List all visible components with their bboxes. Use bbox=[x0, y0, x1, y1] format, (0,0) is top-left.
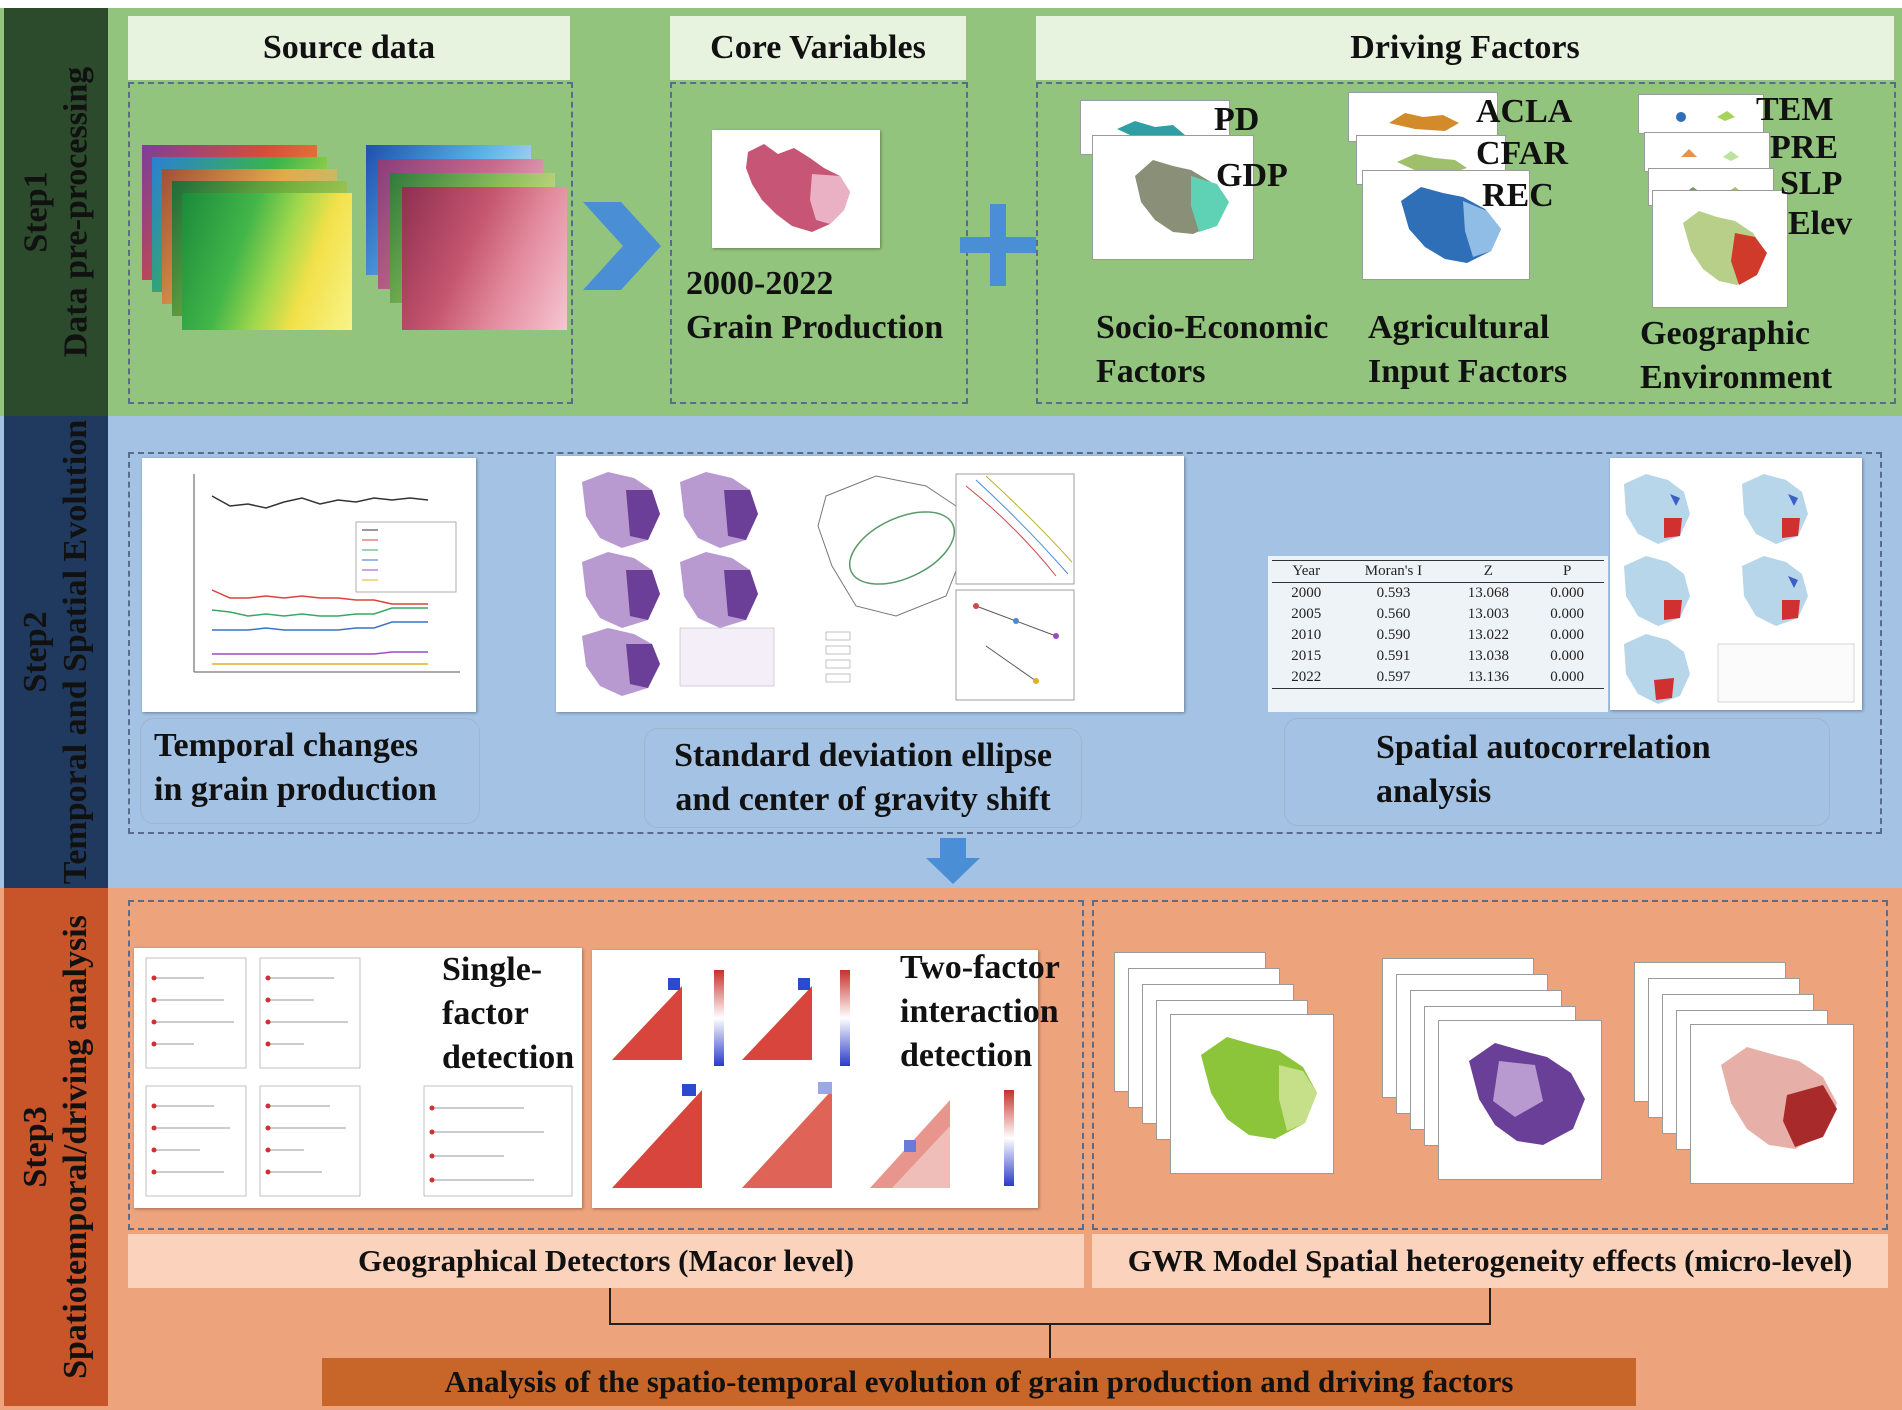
step2-panel bbox=[128, 452, 1882, 834]
down-arrow-icon bbox=[926, 838, 980, 884]
final-analysis-box: Analysis of the spatio-temporal evolutio… bbox=[322, 1358, 1636, 1406]
driving-factors-header: Driving Factors bbox=[1036, 16, 1894, 80]
source-data-panel bbox=[128, 82, 573, 404]
gwr-label-box: GWR Model Spatial heterogeneity effects … bbox=[1092, 1234, 1888, 1288]
moran-header-year: Year bbox=[1292, 563, 1321, 579]
temporal-changes-label: Temporal changes in grain production bbox=[154, 727, 437, 808]
agri-factor-1: ACLA bbox=[1476, 93, 1573, 130]
agri-factor-2: CFAR bbox=[1476, 135, 1568, 172]
socio-economic-label: Socio-Economic Factors bbox=[1096, 309, 1329, 390]
agricultural-input-label: Agricultural Input Factors bbox=[1368, 309, 1568, 390]
geodetector-label-box: Geographical Detectors (Macor level) bbox=[128, 1234, 1084, 1288]
gwr-label: GWR Model Spatial heterogeneity effects … bbox=[1127, 1243, 1853, 1278]
autocorr-label-box bbox=[1284, 718, 1830, 826]
geo-factor-3: SLP bbox=[1780, 165, 1843, 202]
interaction-heatmaps bbox=[592, 950, 1038, 1208]
plus-icon bbox=[960, 204, 1036, 286]
single-factor-plots bbox=[134, 948, 582, 1208]
moran-header-z: Z bbox=[1483, 563, 1493, 579]
geo-factor-1: TEM bbox=[1756, 91, 1834, 128]
gwr-map-stack-green bbox=[1114, 952, 1334, 1174]
step2-sidebar: Step2 Temporal and Spatial Evolution bbox=[4, 416, 108, 888]
chevron-arrow-icon bbox=[583, 202, 661, 290]
raster-stack-left bbox=[142, 145, 352, 330]
step3-title: Step3 Spatiotemporal/driving analysis bbox=[17, 915, 94, 1379]
moran-table-header-row: Year Moran's I Z P bbox=[1272, 560, 1604, 583]
gwr-panel bbox=[1092, 900, 1888, 1230]
final-analysis-label: Analysis of the spatio-temporal evolutio… bbox=[444, 1364, 1514, 1399]
temporal-chart-thumbnail bbox=[142, 458, 476, 712]
ellipse-gravity-thumbnail bbox=[556, 456, 1184, 712]
agri-factor-3: REC bbox=[1482, 177, 1554, 214]
socio-factor-2: GDP bbox=[1216, 157, 1288, 194]
ellipse-gravity-label: Standard deviation ellipse and center of… bbox=[674, 737, 1052, 818]
pre-map bbox=[1644, 132, 1770, 172]
spatial-autocorrelation-label: Spatial autocorrelation analysis bbox=[1376, 729, 1711, 810]
driving-factors-panel bbox=[1036, 82, 1896, 404]
tem-map bbox=[1638, 94, 1764, 134]
lisa-maps-thumbnail bbox=[1610, 458, 1862, 710]
core-variables-header: Core Variables bbox=[670, 16, 966, 80]
temporal-label-box bbox=[140, 718, 480, 824]
geodetector-panel bbox=[128, 900, 1084, 1230]
rec-map bbox=[1362, 170, 1530, 280]
core-variable-label: 2000-2022 Grain Production bbox=[686, 265, 944, 346]
moran-header-p: P bbox=[1562, 563, 1572, 579]
moran-header-morans-i: Moran's I bbox=[1364, 563, 1423, 579]
gwr-map-stack-red bbox=[1634, 962, 1866, 1184]
two-factor-label: Two-factor interaction detection bbox=[900, 949, 1060, 1074]
source-data-header: Source data bbox=[128, 16, 570, 80]
grain-production-map bbox=[712, 130, 880, 248]
gwr-map-stack-purple bbox=[1382, 958, 1602, 1180]
geo-factor-4: Elev bbox=[1788, 205, 1853, 242]
socio-factor-1: PD bbox=[1214, 101, 1260, 138]
step1-sidebar: Step1 Data pre-processing bbox=[4, 8, 108, 416]
step3-sidebar: Step3 Spatiotemporal/driving analysis bbox=[4, 888, 108, 1406]
acla-map bbox=[1348, 92, 1498, 142]
raster-stack-right bbox=[366, 145, 567, 330]
geodetector-label: Geographical Detectors (Macor level) bbox=[357, 1243, 855, 1278]
step1-title: Step1 Data pre-processing bbox=[17, 66, 94, 358]
ellipse-label-box bbox=[644, 728, 1082, 828]
single-factor-label: Single- factor detection bbox=[442, 951, 575, 1076]
gdp-map bbox=[1092, 135, 1254, 260]
elev-map bbox=[1652, 190, 1788, 308]
step2-title: Step2 Temporal and Spatial Evolution bbox=[17, 419, 95, 885]
geo-factor-2: PRE bbox=[1770, 129, 1838, 166]
geographic-environment-label: Geographic Environment bbox=[1640, 315, 1833, 396]
